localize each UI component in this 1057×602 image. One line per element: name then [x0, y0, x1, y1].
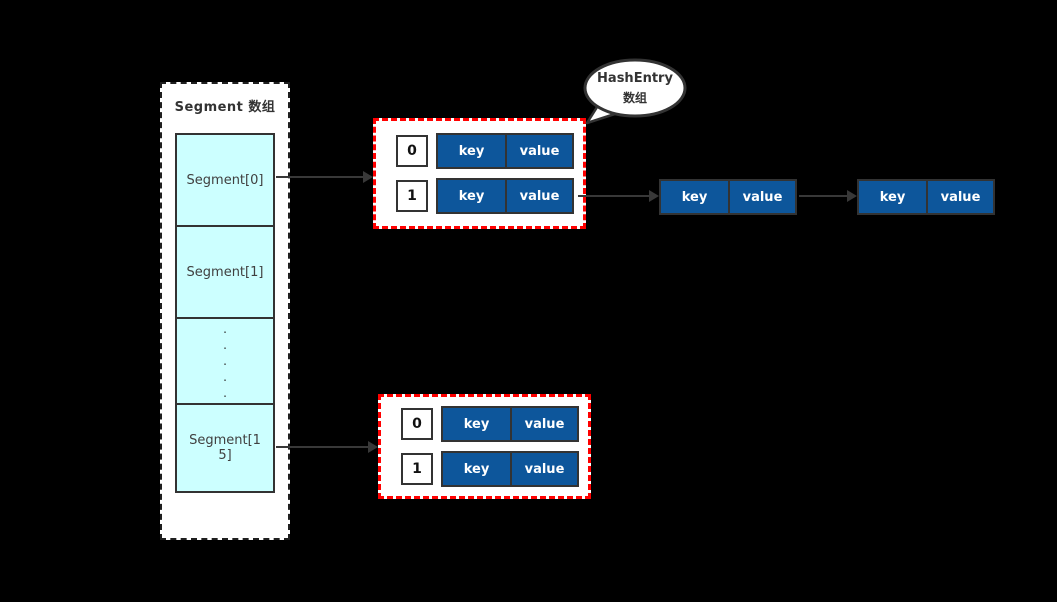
hashentry-row: 0 key value [396, 133, 574, 169]
value-cell: value [926, 181, 993, 213]
bubble-ellipse [583, 58, 687, 118]
segment-cell-0: Segment[0] [175, 133, 275, 227]
hashentry-row: 0 key value [401, 406, 579, 442]
key-cell: key [681, 189, 708, 205]
index-cell: 0 [396, 135, 428, 167]
index-cell: 0 [401, 408, 433, 440]
key-cell: key [463, 461, 490, 477]
key-cell: key [463, 416, 490, 432]
key-cell: key [879, 189, 906, 205]
segment-cell-1-label: Segment[1] [186, 264, 264, 280]
entry-node: key value [441, 406, 579, 442]
entry-node: key value [441, 451, 579, 487]
entry-node: key value [436, 178, 574, 214]
callout-bubble: HashEntry 数组 [575, 50, 697, 132]
key-cell: key [458, 143, 485, 159]
index-cell: 1 [401, 453, 433, 485]
value-cell: value [728, 181, 795, 213]
callout-line1: HashEntry [597, 71, 673, 86]
value-cell: value [505, 180, 572, 212]
segment-cell-1: Segment[1] [175, 225, 275, 319]
segment-array-column: Segment[0] Segment[1] . . . . . Segment[… [175, 133, 275, 493]
linked-entry-node-1: key value [659, 179, 797, 215]
callout-bubble-shape [583, 58, 687, 125]
callout-line2: 数组 [622, 91, 647, 105]
segment-cell-0-label: Segment[0] [186, 172, 264, 188]
hashentry-array-box-top: 0 key value 1 key value [373, 118, 586, 229]
callout-bubble-text: HashEntry 数组 [584, 71, 686, 106]
arrow-segment15-to-hashentry-bottom [276, 441, 378, 453]
value-cell: value [505, 135, 572, 167]
segment-ellipsis-dots: . . . . . [223, 322, 227, 400]
index-cell: 1 [396, 180, 428, 212]
entry-node: key value [436, 133, 574, 169]
hashentry-array-box-bottom: 0 key value 1 key value [378, 394, 591, 499]
segment-array-title: Segment 数组 [174, 100, 276, 115]
arrow-segment0-to-hashentry-top [276, 171, 373, 183]
arrow-node1-to-node2 [799, 190, 857, 202]
key-cell: key [458, 188, 485, 204]
hashentry-row: 1 key value [401, 451, 579, 487]
arrow-hashentry-row1-to-node1 [578, 190, 659, 202]
segment-cell-15: Segment[15] [175, 403, 275, 493]
segment-cell-15-label: Segment[15] [189, 433, 261, 463]
segment-ellipsis-cell: . . . . . [175, 317, 275, 405]
value-cell: value [510, 408, 577, 440]
linked-entry-node-2: key value [857, 179, 995, 215]
value-cell: value [510, 453, 577, 485]
hashentry-row: 1 key value [396, 178, 574, 214]
segment-array-panel: Segment 数组 Segment[0] Segment[1] . . . .… [160, 82, 290, 540]
